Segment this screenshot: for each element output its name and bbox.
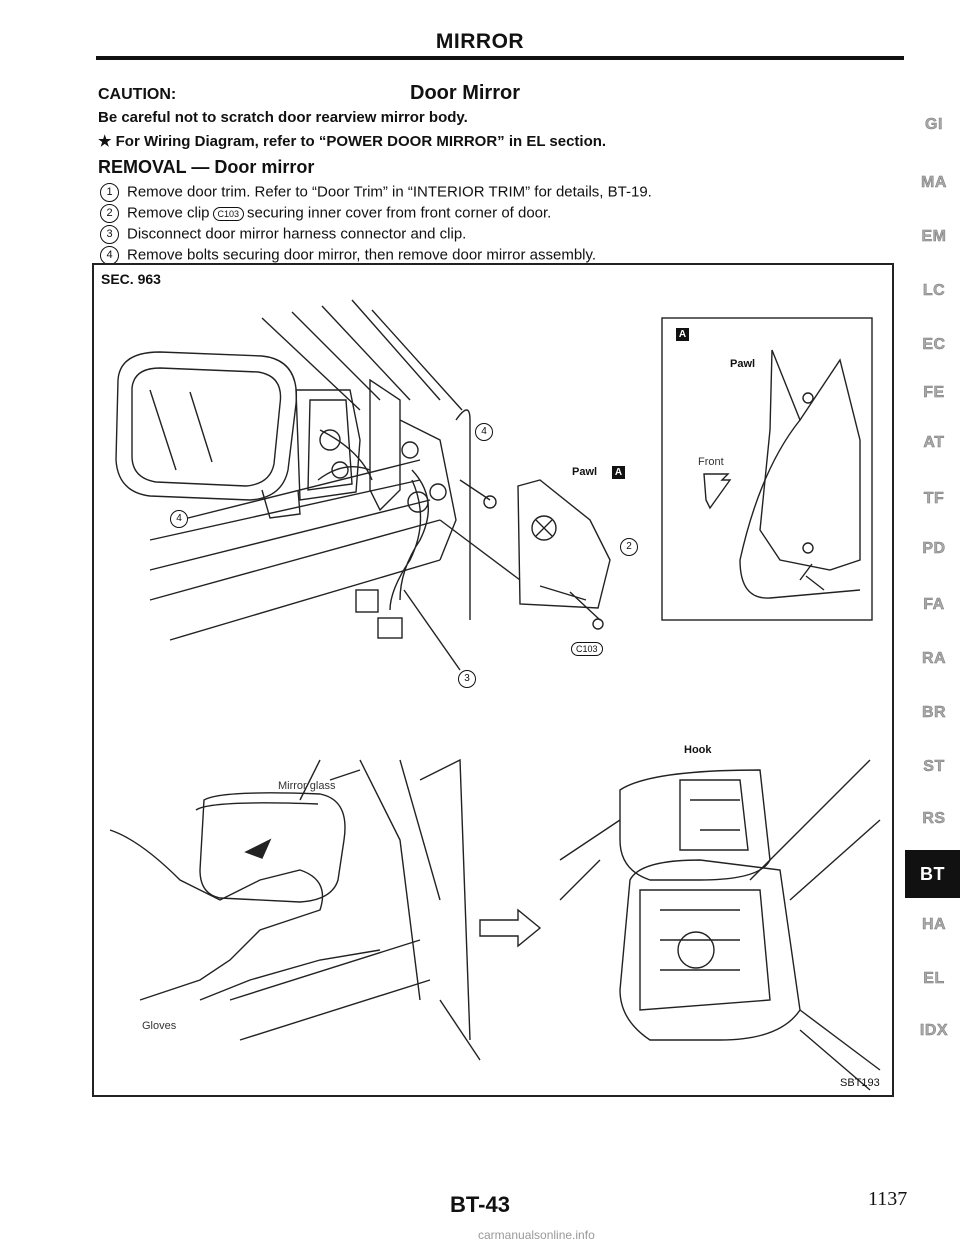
section-tab-tf[interactable]: TF <box>923 490 945 508</box>
figure-section-label: SEC. 963 <box>101 271 161 287</box>
pawl-detail-letter: A <box>612 466 625 479</box>
gloves-label: Gloves <box>142 1020 177 1032</box>
caution-text: Be careful not to scratch door rearview … <box>98 109 468 126</box>
section-tab-lc[interactable]: LC <box>922 282 946 300</box>
removal-heading: REMOVAL — Door mirror <box>98 157 315 177</box>
front-label: Front <box>698 456 724 468</box>
header-rule <box>96 56 904 60</box>
section-tab-em[interactable]: EM <box>921 228 947 246</box>
section-tab-pd[interactable]: PD <box>922 540 946 558</box>
wiring-diagram-note: ★ For Wiring Diagram, refer to “POWER DO… <box>98 133 607 150</box>
detail-pawl-label: Pawl <box>730 358 756 370</box>
section-tab-gi[interactable]: GI <box>925 116 943 134</box>
watermark: carmanualsonline.info <box>478 1228 595 1242</box>
step-number: 1 <box>100 183 119 202</box>
figure-id: SBT193 <box>840 1077 880 1089</box>
hook-label: Hook <box>684 744 712 756</box>
callout-3: 3 <box>458 670 476 688</box>
section-tab-bt[interactable]: BT <box>905 850 960 898</box>
step-number: 3 <box>100 225 119 244</box>
figure-frame <box>92 263 894 1097</box>
section-tab-st[interactable]: ST <box>923 758 945 776</box>
pawl-label: Pawl <box>572 466 598 478</box>
section-tab-el[interactable]: EL <box>923 970 945 988</box>
page-header-title: MIRROR <box>435 30 525 53</box>
section-tab-ec[interactable]: EC <box>922 336 946 354</box>
step-text: securing inner cover from front corner o… <box>247 204 552 222</box>
section-title: Door Mirror <box>410 82 520 104</box>
section-tab-at[interactable]: AT <box>923 434 945 452</box>
section-tab-idx[interactable]: IDX <box>919 1022 949 1040</box>
section-tab-ra[interactable]: RA <box>921 650 947 668</box>
step-number: 2 <box>100 204 119 223</box>
removal-step-1: 1 Remove door trim. Refer to “Door Trim” … <box>100 183 652 202</box>
mirror-glass-label: Mirror glass <box>278 780 336 792</box>
callout-4-bolt: 4 <box>475 423 493 441</box>
removal-step-3: 3 Disconnect door mirror harness connecto… <box>100 225 466 244</box>
page-code: BT-43 <box>450 1192 510 1217</box>
caution-label: CAUTION: <box>98 86 177 103</box>
clip-c103-icon: C103 <box>571 642 603 656</box>
section-tab-rs[interactable]: RS <box>922 810 946 828</box>
detail-a-letter: A <box>676 328 689 341</box>
callout-4-left: 4 <box>170 510 188 528</box>
section-tab-fa[interactable]: FA <box>923 596 945 614</box>
section-tab-ha[interactable]: HA <box>921 916 947 934</box>
callout-2: 2 <box>620 538 638 556</box>
step-text: Remove clip <box>127 204 210 222</box>
step-text: Remove bolts securing door mirror, then … <box>127 246 597 264</box>
step-text: Disconnect door mirror harness connector… <box>127 225 467 243</box>
section-tab-ma[interactable]: MA <box>921 174 947 192</box>
clip-icon: C103 <box>212 206 245 221</box>
section-tab-br[interactable]: BR <box>921 704 947 722</box>
step-text: Remove door trim. Refer to “Door Trim” i… <box>127 183 652 201</box>
section-tab-fe[interactable]: FE <box>923 384 945 402</box>
page-number: 1137 <box>868 1188 908 1210</box>
